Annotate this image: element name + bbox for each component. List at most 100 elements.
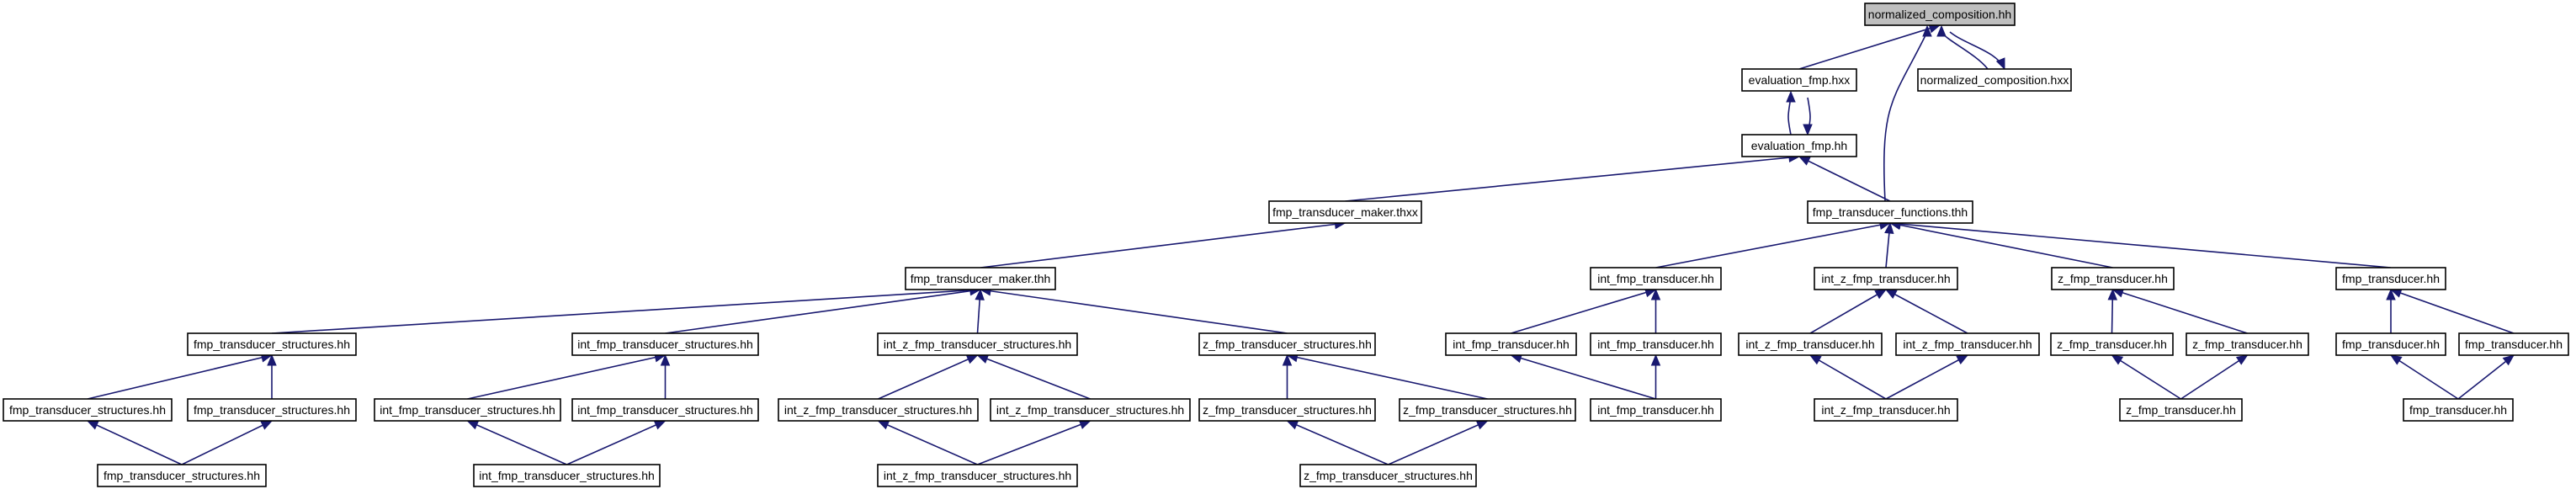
node-n36[interactable]: int_fmp_transducer_structures.hh [473, 464, 661, 487]
node-n4[interactable]: fmp_transducer_maker.thxx [1268, 200, 1422, 224]
node-box[interactable] [1807, 200, 1973, 224]
node-n14[interactable]: z_fmp_transducer_structures.hh [1198, 332, 1376, 356]
node-n3[interactable]: evaluation_fmp.hh [1741, 134, 1857, 157]
node-box[interactable] [374, 398, 561, 422]
arrowhead [1798, 156, 1811, 166]
edge-n2-to-n0 [1936, 24, 1989, 70]
edge-n1-to-n0 [1798, 24, 1941, 70]
node-box[interactable] [187, 398, 357, 422]
node-box[interactable] [2335, 267, 2446, 290]
node-box[interactable] [473, 464, 661, 487]
node-label: z_fmp_transducer.hh [2057, 338, 2167, 351]
node-n28[interactable]: int_z_fmp_transducer_structures.hh [990, 398, 1191, 422]
node-n31[interactable]: int_fmp_transducer.hh [1590, 398, 1722, 422]
edge-line [1287, 420, 1389, 465]
node-n35[interactable]: fmp_transducer_structures.hh [97, 464, 267, 487]
node-box[interactable] [990, 398, 1191, 422]
node-n5[interactable]: fmp_transducer_functions.thh [1807, 200, 1973, 224]
node-n21[interactable]: fmp_transducer.hh [2335, 332, 2446, 356]
node-box[interactable] [778, 398, 979, 422]
node-n33[interactable]: z_fmp_transducer.hh [2119, 398, 2243, 422]
node-label: fmp_transducer_structures.hh [9, 403, 166, 417]
node-box[interactable] [905, 267, 1056, 290]
node-box[interactable] [2458, 332, 2569, 356]
node-box[interactable] [1445, 332, 1577, 356]
arrowhead [1956, 354, 1969, 364]
node-label: fmp_transducer_maker.thxx [1272, 205, 1418, 219]
node-box[interactable] [2051, 267, 2175, 290]
node-n32[interactable]: int_z_fmp_transducer.hh [1814, 398, 1958, 422]
node-label: z_fmp_transducer_structures.hh [1304, 469, 1473, 482]
node-n7[interactable]: int_fmp_transducer.hh [1590, 267, 1722, 290]
edge-line [467, 420, 567, 465]
node-box[interactable] [1590, 267, 1722, 290]
arrowhead [1884, 289, 1898, 299]
edge-line [2390, 289, 2515, 334]
node-box[interactable] [571, 398, 759, 422]
edge-line [2457, 354, 2515, 400]
edge-n27-to-n13 [878, 354, 979, 400]
node-box[interactable] [1741, 134, 1857, 157]
node-n18[interactable]: int_z_fmp_transducer.hh [1895, 332, 2040, 356]
node-label: int_fmp_transducer_structures.hh [479, 469, 655, 482]
node-n16[interactable]: int_fmp_transducer.hh [1590, 332, 1722, 356]
node-n38[interactable]: z_fmp_transducer_structures.hh [1299, 464, 1477, 487]
node-box[interactable] [1738, 332, 1883, 356]
node-n37[interactable]: int_z_fmp_transducer_structures.hh [877, 464, 1078, 487]
node-n34[interactable]: fmp_transducer.hh [2403, 398, 2514, 422]
node-box[interactable] [1399, 398, 1576, 422]
node-n29[interactable]: z_fmp_transducer_structures.hh [1198, 398, 1376, 422]
node-n20[interactable]: z_fmp_transducer.hh [2186, 332, 2309, 356]
node-n24[interactable]: fmp_transducer_structures.hh [187, 398, 357, 422]
node-box[interactable] [2186, 332, 2309, 356]
node-n1[interactable]: evaluation_fmp.hxx [1741, 68, 1857, 92]
node-n22[interactable]: fmp_transducer.hh [2458, 332, 2569, 356]
edge-line [1287, 354, 1488, 400]
node-n13[interactable]: int_z_fmp_transducer_structures.hh [877, 332, 1078, 356]
node-n11[interactable]: fmp_transducer_structures.hh [187, 332, 357, 356]
node-box[interactable] [877, 332, 1078, 356]
edge-n35-to-n24 [181, 420, 274, 465]
node-n26[interactable]: int_fmp_transducer_structures.hh [571, 398, 759, 422]
node-box[interactable] [2119, 398, 2243, 422]
node-box[interactable] [2335, 332, 2446, 356]
edge-line [977, 420, 1091, 465]
node-n2[interactable]: normalized_composition.hxx [1917, 68, 2072, 92]
node-box[interactable] [1590, 398, 1722, 422]
node-n17[interactable]: int_z_fmp_transducer.hh [1738, 332, 1883, 356]
arrowhead [2389, 354, 2403, 365]
node-box[interactable] [3, 398, 173, 422]
node-box[interactable] [1895, 332, 2040, 356]
edge-n31-to-n16 [1650, 353, 1661, 399]
node-box[interactable] [1741, 68, 1857, 92]
node-box[interactable] [1590, 332, 1722, 356]
node-box[interactable] [877, 464, 1078, 487]
node-box[interactable] [1198, 332, 1376, 356]
arrowhead [466, 420, 480, 430]
node-box[interactable] [1268, 200, 1422, 224]
node-box[interactable] [1814, 267, 1958, 290]
node-n15[interactable]: int_fmp_transducer.hh [1445, 332, 1577, 356]
node-box[interactable] [187, 332, 357, 356]
node-n27[interactable]: int_z_fmp_transducer_structures.hh [778, 398, 979, 422]
arrowhead [975, 288, 985, 300]
node-n10[interactable]: fmp_transducer.hh [2335, 267, 2446, 290]
node-n23[interactable]: fmp_transducer_structures.hh [3, 398, 173, 422]
arrowhead [1803, 124, 1813, 136]
node-n6[interactable]: fmp_transducer_maker.thh [905, 267, 1056, 290]
node-box[interactable] [1814, 398, 1958, 422]
node-box[interactable] [571, 332, 759, 356]
node-box[interactable] [1198, 398, 1376, 422]
node-n30[interactable]: z_fmp_transducer_structures.hh [1399, 398, 1576, 422]
node-box[interactable] [2050, 332, 2174, 356]
node-box[interactable] [1917, 68, 2072, 92]
node-n9[interactable]: z_fmp_transducer.hh [2051, 267, 2175, 290]
node-box[interactable] [1299, 464, 1477, 487]
node-n25[interactable]: int_fmp_transducer_structures.hh [374, 398, 561, 422]
node-n19[interactable]: z_fmp_transducer.hh [2050, 332, 2174, 356]
node-n8[interactable]: int_z_fmp_transducer.hh [1814, 267, 1958, 290]
edge-line [181, 420, 273, 465]
node-box[interactable] [2403, 398, 2514, 422]
node-box[interactable] [97, 464, 267, 487]
node-n12[interactable]: int_fmp_transducer_structures.hh [571, 332, 759, 356]
